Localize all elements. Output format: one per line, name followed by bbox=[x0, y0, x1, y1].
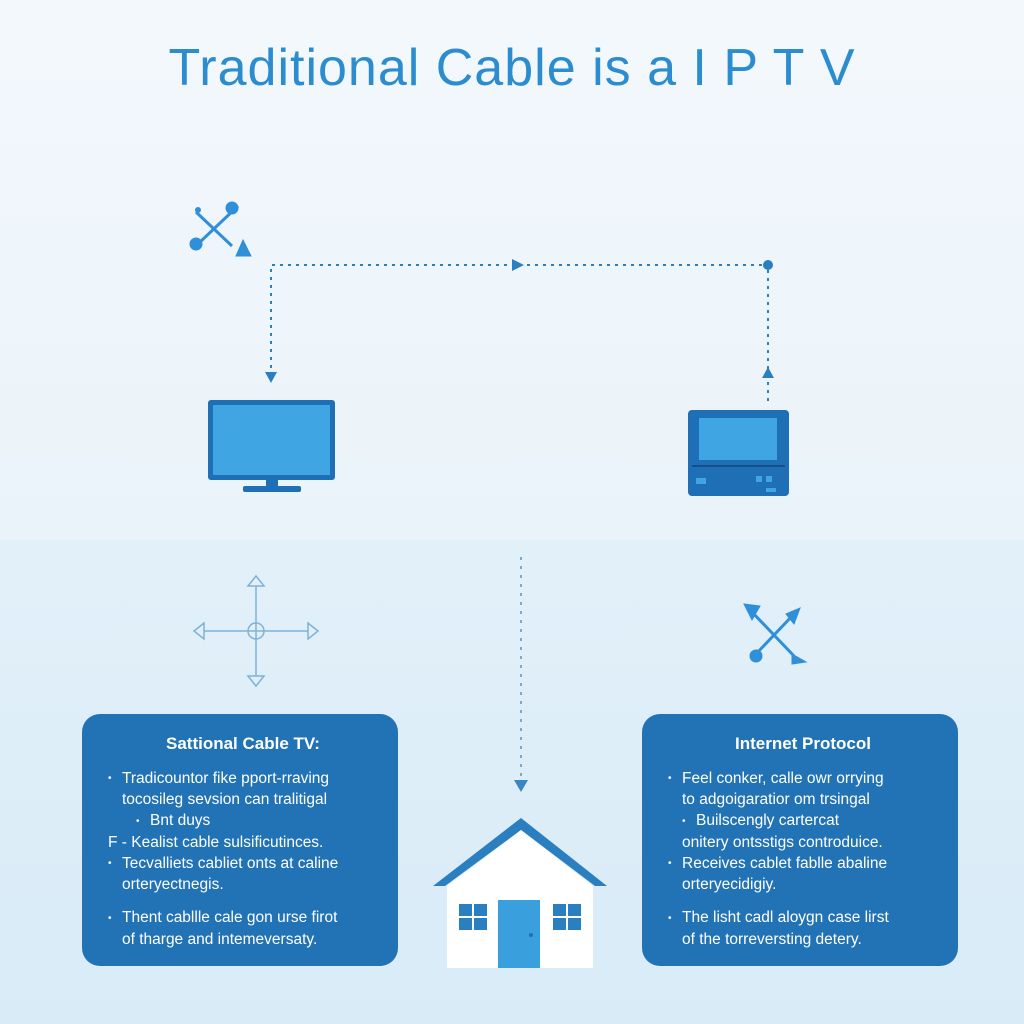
bullet-icon: • bbox=[108, 773, 112, 785]
satellite-dish-icon bbox=[189, 201, 252, 257]
set-top-box-icon bbox=[688, 410, 789, 496]
panel-heading: Sattional Cable TV: bbox=[166, 734, 320, 753]
panel-list: •Tradicountor fike pport-rraving tocosil… bbox=[108, 768, 378, 950]
list-item: •The lisht cadl aloygn case lirst bbox=[668, 907, 938, 928]
list-item: orteryectnegis. bbox=[122, 876, 224, 894]
list-item: F - Kealist cable sulsificutinces. bbox=[108, 833, 324, 851]
internet-protocol-panel: Internet Protocol •Feel conker, calle ow… bbox=[642, 714, 958, 966]
list-item: to adgoigaratior om trsingal bbox=[682, 791, 870, 809]
list-item: •Bnt duys bbox=[108, 810, 378, 831]
page-title: Traditional Cable is a I P T V bbox=[168, 39, 856, 97]
list-item: •Builscengly cartercat bbox=[668, 810, 938, 831]
list-item: orteryecidigiy. bbox=[682, 876, 777, 894]
signal-path bbox=[265, 259, 774, 405]
bullet-icon: • bbox=[682, 815, 686, 827]
panel-heading: Internet Protocol bbox=[734, 734, 871, 753]
bullet-icon: • bbox=[668, 858, 672, 870]
bullet-icon: • bbox=[668, 773, 672, 785]
list-item: tocosileg sevsion can tralitigal bbox=[122, 791, 328, 809]
bullet-icon: • bbox=[108, 858, 112, 870]
list-item: •Tecvalliets cabliet onts at caline bbox=[108, 853, 378, 874]
list-item: •Receives cablet fablle abaline bbox=[668, 853, 938, 874]
satellite-dish-icon-2 bbox=[743, 603, 808, 665]
list-item: of the torreversting detery. bbox=[682, 930, 862, 948]
traditional-cable-panel: Sattional Cable TV: •Tradicountor fike p… bbox=[82, 714, 398, 966]
list-item: •Tradicountor fike pport-rraving bbox=[108, 768, 378, 789]
house-connector bbox=[514, 557, 528, 792]
bullet-icon: • bbox=[668, 912, 672, 924]
bullet-icon: • bbox=[136, 815, 140, 827]
list-item: of tharge and intemeversaty. bbox=[122, 930, 318, 948]
compass-arrows-icon bbox=[192, 574, 320, 688]
house-icon bbox=[433, 818, 607, 968]
list-item: •Thent cabllle cale gon urse firot bbox=[108, 907, 378, 928]
bullet-icon: • bbox=[108, 912, 112, 924]
panel-list: •Feel conker, calle owr orrying to adgoi… bbox=[668, 768, 938, 950]
tv-monitor-icon bbox=[208, 400, 335, 492]
list-item: onitery ontsstigs controduice. bbox=[682, 833, 883, 851]
list-item: •Feel conker, calle owr orrying bbox=[668, 768, 938, 789]
